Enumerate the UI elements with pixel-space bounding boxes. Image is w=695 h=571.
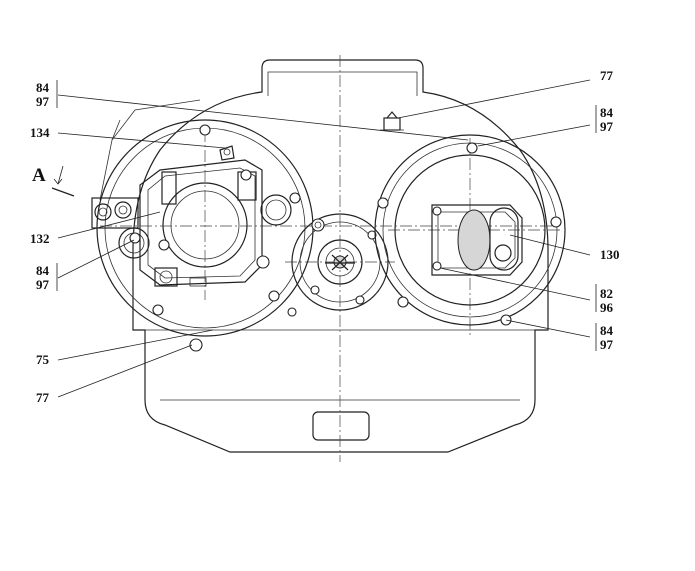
bolt: [397, 296, 409, 308]
bolt: [550, 216, 562, 228]
bolt: [287, 307, 297, 317]
svg-text:84: 84: [600, 105, 614, 120]
svg-text:96: 96: [600, 300, 614, 315]
svg-text:84: 84: [600, 323, 614, 338]
svg-text:97: 97: [36, 277, 50, 292]
hydraulic-valve-132: [139, 145, 270, 287]
callout-75: 75: [36, 352, 50, 367]
callout-77-top: 77: [600, 68, 614, 83]
bolt: [289, 192, 301, 204]
svg-text:84: 84: [36, 263, 50, 278]
callout-77-bottom: 77: [36, 390, 50, 405]
hydraulic-fittings: [91, 194, 292, 259]
bracket-130: [431, 204, 523, 276]
svg-text:82: 82: [600, 286, 613, 301]
leader-lines: [51, 79, 591, 398]
bolt-84-97-top-right: [466, 142, 478, 154]
bolt: [268, 290, 280, 302]
svg-text:97: 97: [600, 119, 614, 134]
bolt: [152, 304, 164, 316]
callout-82-96: 82 96: [595, 284, 614, 315]
bolt-77-bottom-left: [189, 338, 203, 352]
right-cover: [374, 134, 566, 326]
bolt: [377, 197, 389, 209]
view-a-label: A: [32, 165, 46, 186]
center-lines: [100, 55, 560, 462]
callout-84-97-top-right: 84 97: [595, 105, 614, 134]
breather-77-top: [380, 111, 404, 131]
svg-text:84: 84: [36, 80, 50, 95]
svg-text:97: 97: [36, 94, 50, 109]
callout-84-97-top-left: 84 97: [36, 80, 58, 109]
callout-84-97-mid-left: 84 97: [36, 263, 58, 292]
callout-130: 130: [600, 247, 620, 262]
output-flange: [291, 213, 389, 311]
callout-134: 134: [30, 125, 50, 140]
callout-84-97-bottom-right: 84 97: [595, 323, 614, 352]
callout-132: 132: [30, 231, 50, 246]
svg-text:97: 97: [600, 337, 614, 352]
bolt-84-97-top-left: [199, 124, 211, 136]
drain-cover: [312, 411, 370, 441]
sensor-134: [219, 145, 235, 161]
